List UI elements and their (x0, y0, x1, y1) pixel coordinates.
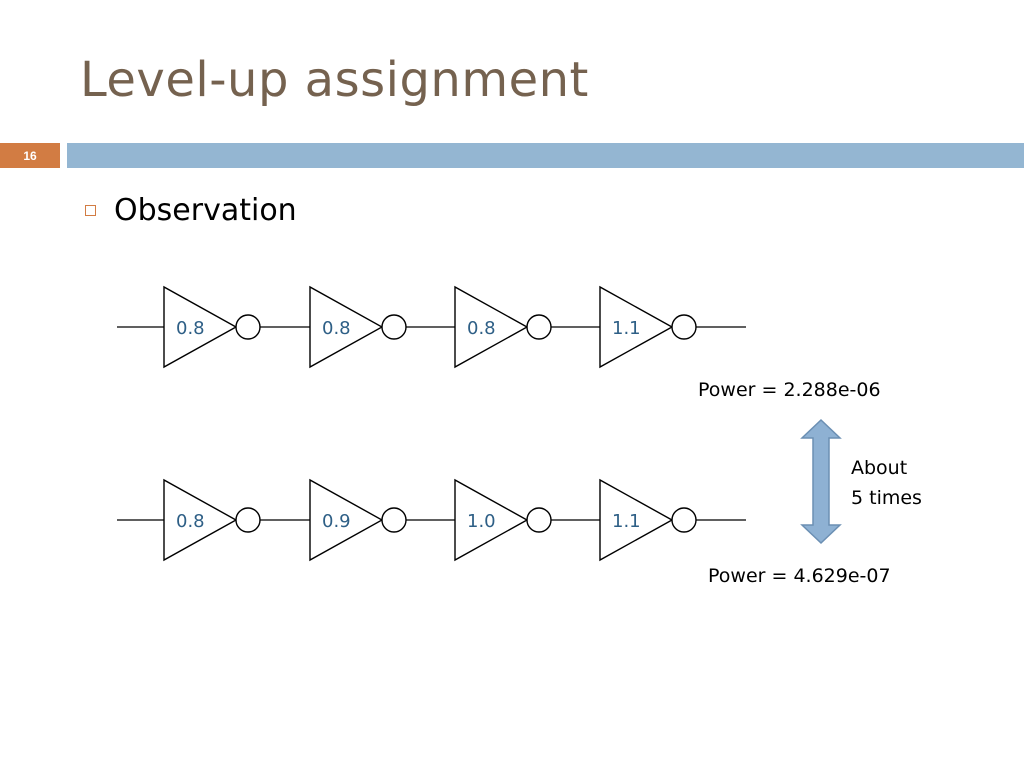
inverter-chain-top: 0.8 0.8 0.8 1.1 (117, 285, 746, 369)
page-number-badge: 16 (0, 143, 60, 168)
gate-voltage-label: 1.0 (467, 511, 496, 532)
inverter-bubble (526, 314, 552, 340)
inverter-bubble (381, 314, 407, 340)
comparison-line-2: 5 times (851, 487, 922, 509)
comparison-line-1: About (851, 457, 907, 479)
gate-voltage-label: 0.8 (467, 318, 496, 339)
title-divider-bar (67, 143, 1024, 168)
inverter-triangle (454, 285, 529, 369)
power-label-bottom: Power = 4.629e-07 (708, 565, 891, 587)
inverter-triangle (309, 285, 384, 369)
inverter-triangle (599, 285, 674, 369)
inverter-bubble (235, 507, 261, 533)
bullet-text: Observation (114, 193, 297, 228)
inverter-triangle (309, 478, 384, 562)
gate-voltage-label: 0.8 (176, 318, 205, 339)
double-headed-vertical-arrow-icon (800, 418, 842, 545)
inverter-chain-bottom: 0.8 0.9 1.0 1.1 (117, 478, 746, 562)
inverter-gate: 1.1 (599, 478, 697, 562)
inverter-bubble (526, 507, 552, 533)
inverter-gate: 1.1 (599, 285, 697, 369)
inverter-triangle (454, 478, 529, 562)
inverter-bubble (235, 314, 261, 340)
inverter-bubble (671, 507, 697, 533)
slide-title: Level-up assignment (80, 52, 589, 108)
inverter-gate: 0.8 (163, 285, 261, 369)
gate-voltage-label: 0.9 (322, 511, 351, 532)
power-label-top: Power = 2.288e-06 (698, 379, 881, 401)
inverter-triangle (163, 285, 238, 369)
inverter-gate: 0.9 (309, 478, 407, 562)
page-number: 16 (23, 148, 37, 163)
gate-voltage-label: 1.1 (612, 318, 641, 339)
gate-voltage-label: 0.8 (322, 318, 351, 339)
inverter-gate: 0.8 (309, 285, 407, 369)
inverter-gate: 1.0 (454, 478, 552, 562)
inverter-bubble (671, 314, 697, 340)
gate-voltage-label: 0.8 (176, 511, 205, 532)
inverter-bubble (381, 507, 407, 533)
bullet-observation: Observation (85, 193, 297, 228)
gate-voltage-label: 1.1 (612, 511, 641, 532)
inverter-triangle (163, 478, 238, 562)
inverter-gate: 0.8 (163, 478, 261, 562)
hollow-square-bullet-icon (85, 205, 96, 216)
inverter-gate: 0.8 (454, 285, 552, 369)
inverter-triangle (599, 478, 674, 562)
